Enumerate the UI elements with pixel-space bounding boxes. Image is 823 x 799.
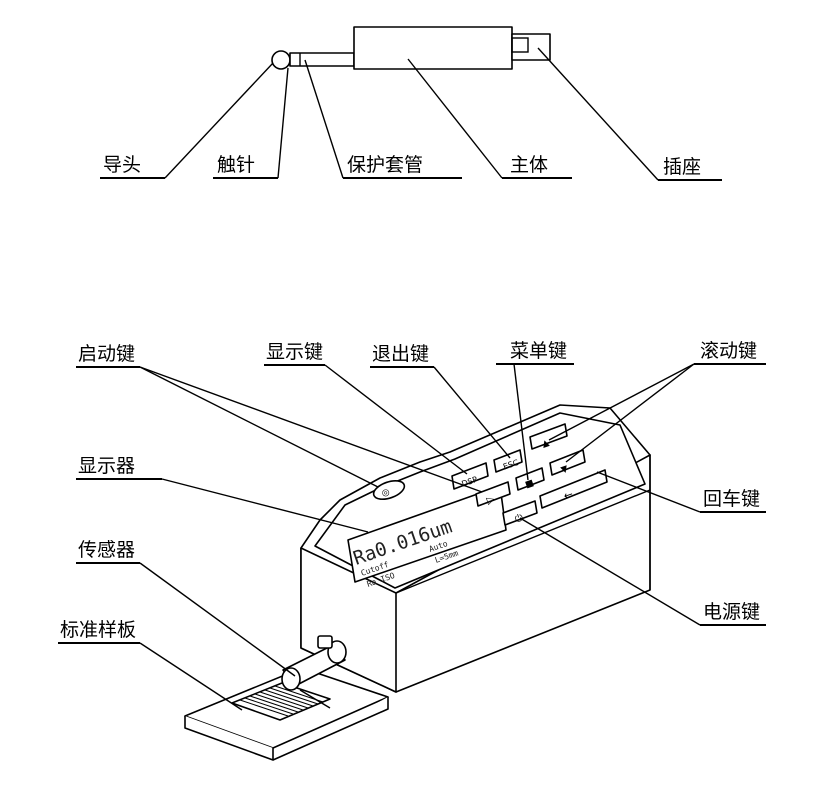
label-standard-sample: 标准样板 [60,619,136,641]
svg-text:⏻: ⏻ [514,512,525,525]
svg-text:←: ← [562,487,575,502]
svg-text:◎: ◎ [380,487,391,499]
label-exit-key: 退出键 [372,343,429,365]
enter-key[interactable]: ← [539,469,608,509]
display: Ra0.016um Cutoff Auto Ra ISO L=5mm [347,485,507,589]
instrument: Ra0.016um Cutoff Auto Ra ISO L=5mm ◎ DSP… [184,404,651,761]
label-socket: 插座 [663,156,701,178]
top-leader-lines [164,47,659,181]
sensor-assembly [271,26,551,70]
standard-sample-plate [184,667,389,761]
label-protective-sleeve: 保护套管 [347,154,423,176]
bottom-underlines [58,363,766,644]
main-body-shape [353,26,513,70]
label-enter-key: 回车键 [703,488,760,510]
label-power-key: 电源键 [703,601,760,623]
label-sensor: 传感器 [78,539,135,561]
svg-text:▼: ▼ [560,464,570,476]
label-scroll-key: 滚动键 [700,340,757,362]
bottom-leader-lines [139,363,701,711]
label-start-key: 启动键 [78,343,135,365]
power-key[interactable]: ⏻ [502,500,538,526]
label-stylus: 触针 [217,154,255,176]
label-display: 显示器 [78,455,135,477]
start-key[interactable]: ◎ [371,477,406,503]
start-arrow-key[interactable]: ▷ [475,481,511,507]
scroll-down-key[interactable]: ▼ [549,449,586,476]
scroll-up-key[interactable]: ▲ [529,423,568,450]
menu-key[interactable]: ■ [515,467,545,491]
label-display-key: 显示键 [266,341,323,363]
sensor-unit [281,635,347,709]
guide-head-shape [271,50,291,70]
label-menu-key: 菜单键 [510,340,567,362]
label-guide-head: 导头 [103,154,141,176]
svg-text:▷: ▷ [485,494,496,507]
svg-text:▲: ▲ [541,438,551,450]
keypad: DSP ESC ▲ ▷ ■ [451,423,608,526]
label-main-body: 主体 [510,154,548,176]
svg-text:■: ■ [524,478,535,490]
top-underlines [100,177,722,181]
